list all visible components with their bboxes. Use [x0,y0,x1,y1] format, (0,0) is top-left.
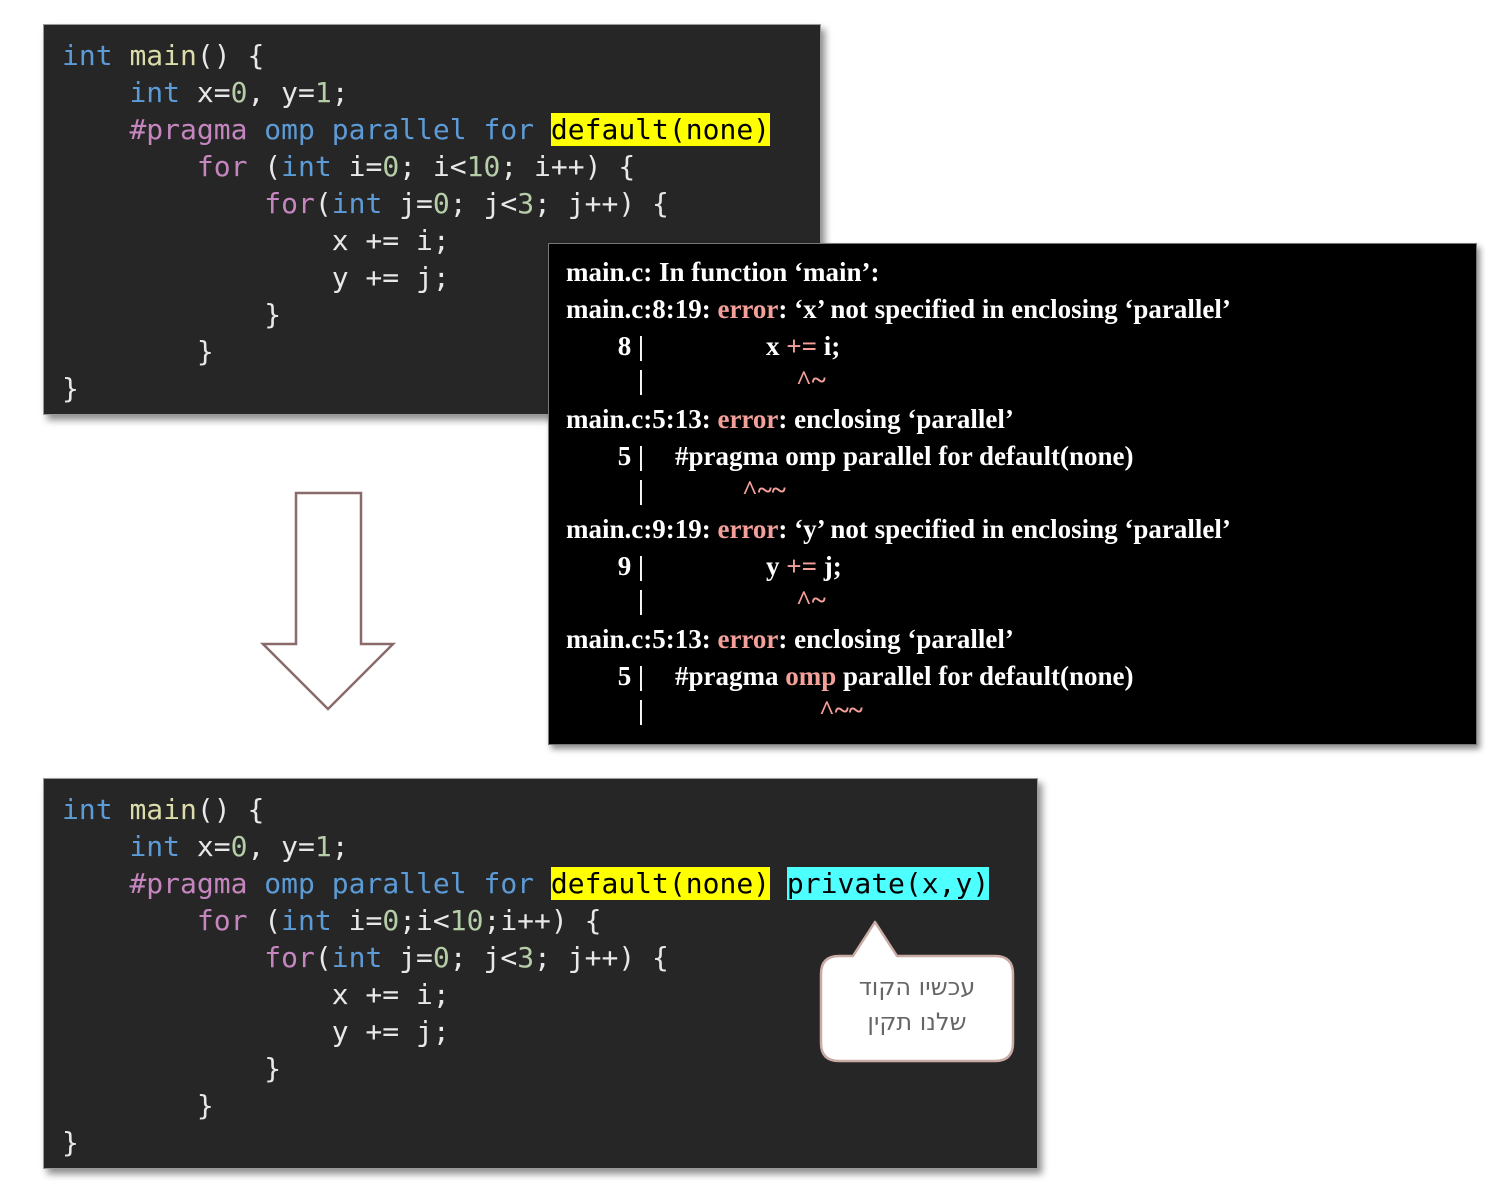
code-line: int x=0, y=1; [129,76,349,109]
default-none-highlight: default(none) [550,867,771,900]
code-line: int x=0, y=1; [129,830,349,863]
code-line: #pragma omp parallel for default(none) [129,113,771,146]
code-line: } [62,1126,79,1159]
down-arrow-icon [258,490,398,718]
code-line: } [264,298,282,331]
source-line: 8 |x += i; [617,331,841,361]
compiler-error-output: main.c: In function ‘main’: main.c:8:19:… [548,243,1477,745]
error-line: main.c:8:19: error: ‘x’ not specified in… [566,294,1231,324]
error-header: main.c: In function ‘main’: [566,257,880,287]
code-line: y += j; [331,1015,450,1048]
code-line: } [196,335,214,368]
code-line: } [196,1089,214,1122]
callout-text: עכשיו הקוד שלנו תקין [858,973,976,1036]
code-line: } [62,372,79,405]
code-line: x += i; [331,224,450,257]
code-line: for (int i=0; i<10; i++) { [196,150,636,183]
source-line: 9 |y += j; [617,551,842,581]
code-line: for(int j=0; j<3; j++) { [264,941,669,974]
callout-bubble: עכשיו הקוד שלנו תקין [819,918,1015,1063]
caret-line: |^~ [638,585,826,615]
caret-line: |^~ [638,365,826,395]
callout-shape [819,920,1015,1063]
error-line: main.c:5:13: error: enclosing ‘parallel’ [566,404,1014,434]
private-clause-highlight: private(x,y) [786,867,990,900]
code-line: } [264,1052,282,1085]
caret-line: |^~~ [638,695,863,725]
code-line: int main() { [62,793,265,826]
source-line: 5 |#pragma omp parallel for default(none… [617,441,1134,471]
code-before-panel: int main() { int x=0, y=1; #pragma omp p… [43,24,821,415]
code-line: for (int i=0;i<10;i++) { [196,904,602,937]
error-line: main.c:5:13: error: enclosing ‘parallel’ [566,624,1014,654]
code-line: y += j; [331,261,450,294]
code-line: x += i; [331,978,450,1011]
error-line: main.c:9:19: error: ‘y’ not specified in… [566,514,1231,544]
code-line: for(int j=0; j<3; j++) { [264,187,669,220]
caret-line: |^~~ [638,475,786,505]
default-none-highlight: default(none) [550,113,771,146]
source-line: 5 |#pragma omp parallel for default(none… [617,661,1134,691]
code-line: #pragma omp parallel for default(none) p… [129,867,990,900]
code-line: int main() { [62,39,265,72]
